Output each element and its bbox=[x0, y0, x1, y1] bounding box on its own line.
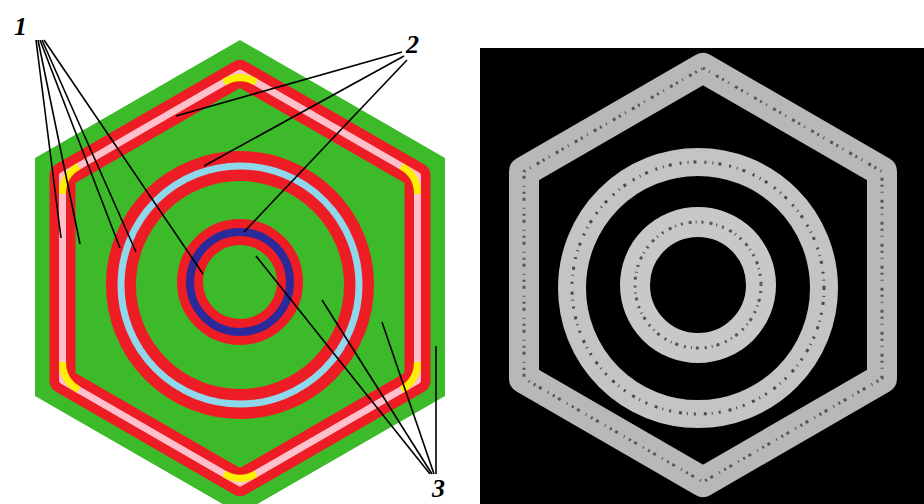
callout-number: 1 bbox=[14, 14, 27, 40]
outer-hex-core bbox=[63, 73, 418, 483]
photo-middle-texture bbox=[572, 162, 824, 414]
middle-ring bbox=[121, 166, 359, 404]
hex-corner-marks bbox=[63, 78, 418, 479]
photo-inner-ring bbox=[635, 222, 761, 348]
callout-number: 3 bbox=[432, 476, 445, 502]
middle-ring-core bbox=[121, 166, 359, 404]
photo-hex-ring bbox=[524, 68, 882, 482]
corner-mark bbox=[224, 78, 256, 83]
outer-hex-ring bbox=[63, 73, 418, 483]
leader-lines bbox=[36, 40, 436, 474]
corner-mark bbox=[224, 474, 256, 479]
inner-ring-core bbox=[190, 232, 290, 332]
photo-middle-ring bbox=[572, 162, 824, 414]
photo-hex-texture bbox=[524, 68, 882, 482]
callout-number: 2 bbox=[406, 32, 419, 58]
corner-mark bbox=[63, 362, 79, 390]
photo-background bbox=[480, 48, 924, 504]
corner-mark bbox=[402, 166, 418, 194]
photo-inner-texture bbox=[635, 222, 761, 348]
inner-ring bbox=[190, 232, 290, 332]
hexagon-body bbox=[35, 40, 445, 504]
